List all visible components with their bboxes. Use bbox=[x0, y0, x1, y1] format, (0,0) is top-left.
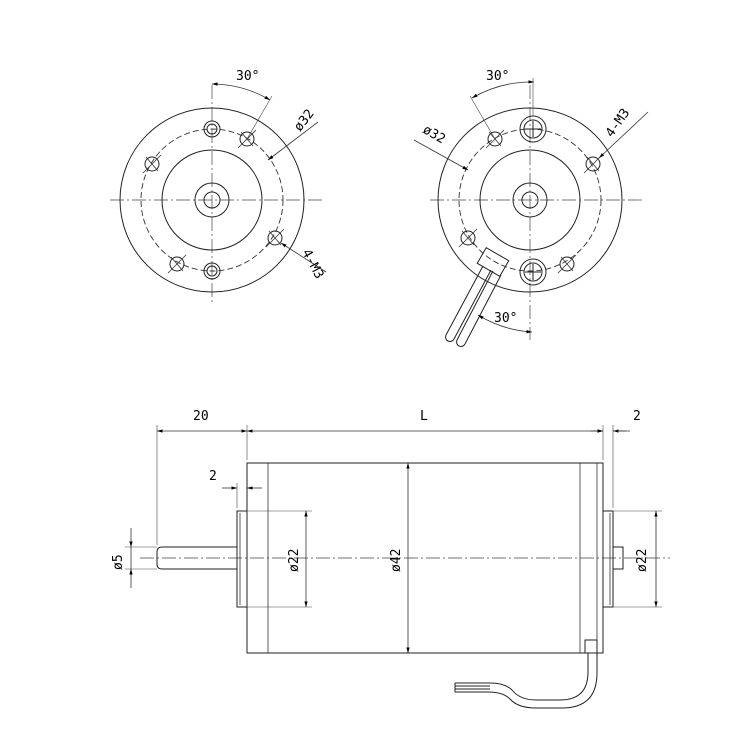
rear-flange-outline bbox=[437, 107, 623, 293]
front-view: 30° ø32 4-M3 bbox=[110, 69, 326, 305]
rear-lead-wires bbox=[445, 247, 510, 347]
dim-shaft-length-label: 20 bbox=[193, 409, 209, 424]
front-flange-outline bbox=[119, 107, 305, 293]
side-rear-boss bbox=[602, 510, 624, 608]
rear-bolt-circle-label: ø32 bbox=[420, 122, 448, 147]
rear-thread-3 bbox=[458, 228, 478, 248]
dim-rear-boss-dia-label: ø22 bbox=[635, 549, 650, 572]
front-bolt-circle-label: ø32 bbox=[291, 107, 317, 135]
rear-angle-top-arc bbox=[471, 80, 535, 99]
dim-body-length-label: L bbox=[420, 409, 428, 424]
dim-rear-boss-label: 2 bbox=[633, 409, 641, 424]
rear-shaft bbox=[521, 191, 539, 209]
dim-front-boss-dia-label: ø22 bbox=[287, 549, 302, 572]
rear-bolt-circle-leader bbox=[413, 139, 469, 171]
rear-screw-top bbox=[519, 115, 547, 143]
front-bolt-circle bbox=[140, 128, 284, 272]
rear-view: 30° 30° ø32 4-M3 bbox=[413, 69, 649, 347]
front-thread-3 bbox=[167, 254, 187, 274]
side-view: 20 L 2 2 ø5 ø22 ø42 ø22 bbox=[111, 409, 670, 709]
dim-front-boss-label: 2 bbox=[209, 469, 217, 484]
front-angle-arc bbox=[211, 82, 271, 101]
rear-screw-bottom bbox=[519, 258, 547, 286]
rear-angle-top-label: 30° bbox=[486, 69, 509, 84]
side-shaft bbox=[156, 546, 237, 570]
front-thread-leader bbox=[280, 242, 327, 273]
front-hub bbox=[194, 182, 230, 218]
rear-angle-bottom-arc bbox=[477, 314, 533, 334]
side-front-boss bbox=[236, 510, 248, 608]
rear-thread-4 bbox=[557, 254, 577, 274]
front-hole-top bbox=[203, 120, 221, 138]
front-shaft bbox=[203, 191, 221, 209]
dim-shaft-dia-label: ø5 bbox=[111, 554, 126, 570]
front-thread-label: 4-M3 bbox=[298, 247, 326, 282]
rear-thread-label: 4-M3 bbox=[603, 106, 633, 140]
rear-hub bbox=[512, 182, 548, 218]
front-bolt-circle-leader bbox=[267, 121, 319, 161]
front-boss bbox=[161, 149, 263, 251]
front-thread-4 bbox=[265, 228, 285, 248]
side-lead-wires bbox=[454, 639, 598, 709]
front-angle-label: 30° bbox=[236, 69, 259, 84]
front-thread-2 bbox=[142, 154, 162, 174]
front-hole-bottom bbox=[203, 262, 221, 280]
rear-thread-leader bbox=[598, 111, 649, 159]
dim-body-dia-label: ø42 bbox=[389, 549, 404, 572]
rear-boss bbox=[479, 149, 581, 251]
rear-angle-bottom-label: 30° bbox=[494, 311, 517, 326]
